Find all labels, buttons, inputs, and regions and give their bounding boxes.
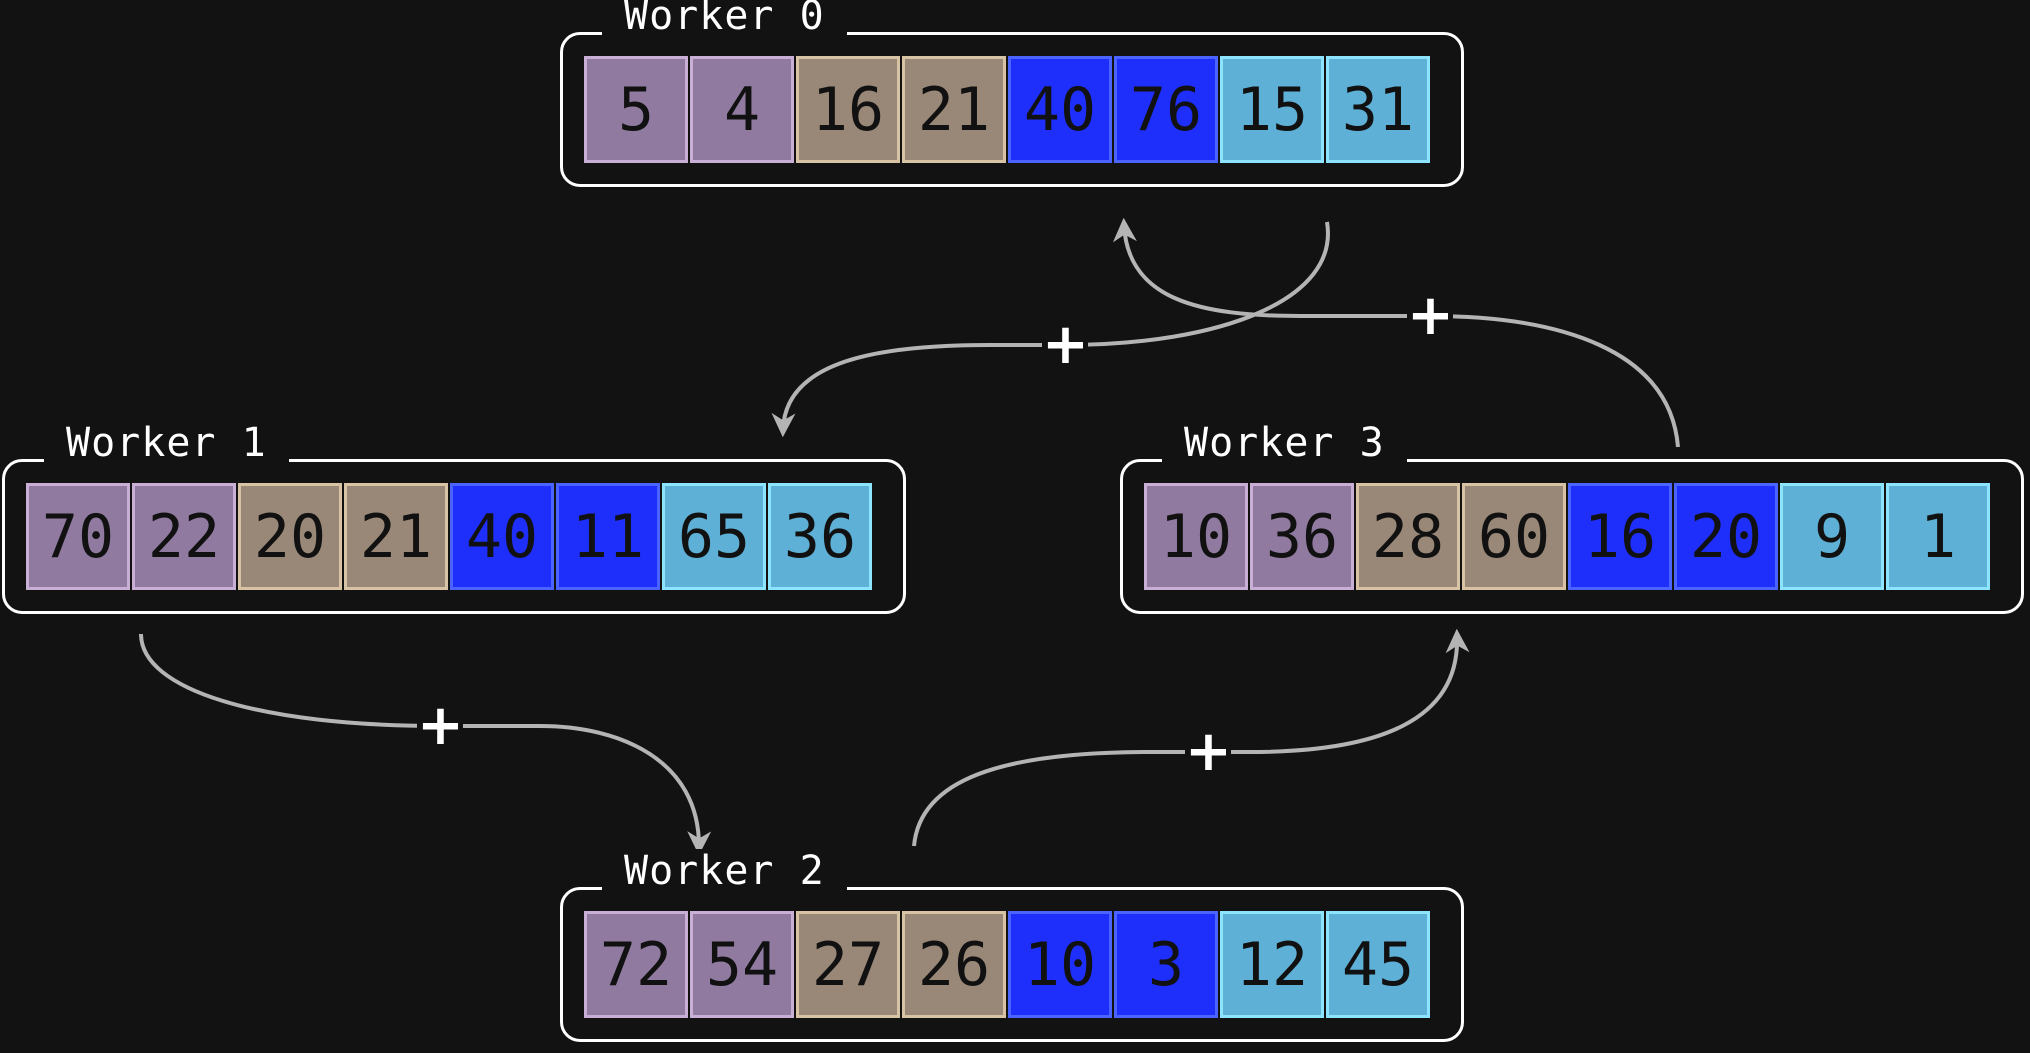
value-cell: 28 xyxy=(1356,483,1460,590)
value-cell: 70 xyxy=(26,483,130,590)
value-cell: 36 xyxy=(1250,483,1354,590)
worker-2-box: Worker 2 72 54 27 26 10 3 12 45 xyxy=(560,849,1464,1042)
worker-title: Worker 2 xyxy=(602,849,847,893)
value-cell: 12 xyxy=(1220,911,1324,1018)
value-cell: 60 xyxy=(1462,483,1566,590)
value-cell: 26 xyxy=(902,911,1006,1018)
arrow-worker3-to-worker0 xyxy=(1112,217,1680,448)
value-cell: 10 xyxy=(1144,483,1248,590)
value-cell: 20 xyxy=(238,483,342,590)
plus-sign-3-to-0: + xyxy=(1407,283,1454,348)
value-cell: 4 xyxy=(690,56,794,163)
value-cell: 40 xyxy=(1008,56,1112,163)
worker-cells: 70 22 20 21 40 11 65 36 xyxy=(26,483,872,590)
value-cell: 20 xyxy=(1674,483,1778,590)
worker-title: Worker 3 xyxy=(1162,421,1407,465)
worker-frame xyxy=(1120,459,2024,614)
worker-3-box: Worker 3 10 36 28 60 16 20 9 1 xyxy=(1120,421,2024,614)
value-cell: 11 xyxy=(556,483,660,590)
value-cell: 5 xyxy=(584,56,688,163)
value-cell: 27 xyxy=(796,911,900,1018)
value-cell: 36 xyxy=(768,483,872,590)
value-cell: 54 xyxy=(690,911,794,1018)
plus-sign-2-to-3: + xyxy=(1185,719,1232,784)
worker-frame xyxy=(560,32,1464,187)
value-cell: 22 xyxy=(132,483,236,590)
value-cell: 9 xyxy=(1780,483,1884,590)
value-cell: 16 xyxy=(796,56,900,163)
value-cell: 1 xyxy=(1886,483,1990,590)
worker-title: Worker 0 xyxy=(602,0,847,38)
value-cell: 15 xyxy=(1220,56,1324,163)
worker-frame xyxy=(560,887,1464,1042)
worker-cells: 5 4 16 21 40 76 15 31 xyxy=(584,56,1430,163)
worker-title: Worker 1 xyxy=(44,421,289,465)
worker-cells: 10 36 28 60 16 20 9 1 xyxy=(1144,483,1990,590)
value-cell: 3 xyxy=(1114,911,1218,1018)
plus-sign-1-to-2: + xyxy=(417,693,464,758)
value-cell: 31 xyxy=(1326,56,1430,163)
worker-frame xyxy=(2,459,906,614)
value-cell: 76 xyxy=(1114,56,1218,163)
value-cell: 21 xyxy=(902,56,1006,163)
value-cell: 21 xyxy=(344,483,448,590)
value-cell: 10 xyxy=(1008,911,1112,1018)
value-cell: 65 xyxy=(662,483,766,590)
value-cell: 45 xyxy=(1326,911,1430,1018)
value-cell: 40 xyxy=(450,483,554,590)
value-cell: 72 xyxy=(584,911,688,1018)
value-cell: 16 xyxy=(1568,483,1672,590)
worker-0-box: Worker 0 5 4 16 21 40 76 15 31 xyxy=(560,0,1464,187)
worker-cells: 72 54 27 26 10 3 12 45 xyxy=(584,911,1430,1018)
worker-1-box: Worker 1 70 22 20 21 40 11 65 36 xyxy=(2,421,906,614)
plus-sign-0-to-1: + xyxy=(1042,312,1089,377)
